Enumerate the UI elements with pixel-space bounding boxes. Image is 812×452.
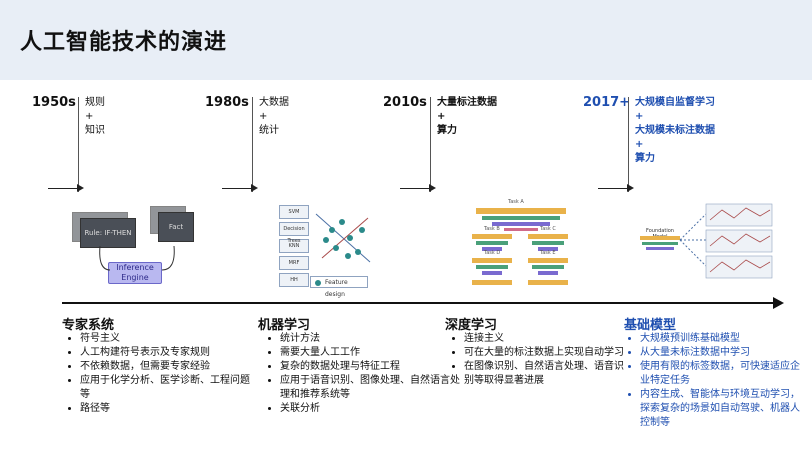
era-year-1950s: 1950s — [32, 95, 76, 110]
era-note: 算力 — [635, 153, 655, 164]
task-label: Task B — [484, 226, 500, 232]
era-note: + — [635, 139, 644, 150]
era-year-2010s: 2010s — [383, 95, 427, 110]
era-divider — [252, 97, 253, 192]
list-item: 不依赖数据，但需要专家经验 — [80, 360, 250, 374]
section-title-machine-learning: 机器学习 — [258, 318, 311, 333]
list-item: 从大量未标注数据中学习 — [640, 346, 802, 360]
list-item: 复杂的数据处理与特征工程 — [280, 360, 460, 374]
timeline-axis — [62, 297, 784, 309]
section-title-foundation-models: 基础模型 — [624, 318, 677, 333]
list-item: 符号主义 — [80, 332, 250, 346]
task-label: Task E — [540, 250, 556, 256]
list-item: 大规模预训练基础模型 — [640, 332, 802, 346]
era-arrow — [222, 184, 258, 192]
era-note: 大量标注数据 — [437, 97, 497, 108]
list-item: 应用于语音识别、图像处理、自然语言处理和推荐系统等 — [280, 374, 460, 402]
inference-engine-box: Inference Engine — [108, 262, 162, 284]
foundation-model-illustration — [640, 203, 773, 279]
list-item: 使用有限的标签数据，可快速适应企业特定任务 — [640, 360, 802, 388]
era-divider — [78, 97, 79, 192]
section-list-deep-learning: 连接主义 可在大量的标注数据上实现自动学习 在图像识别、自然语言处理、语音识别等… — [452, 332, 624, 388]
section-title-deep-learning: 深度学习 — [445, 318, 498, 333]
era-note: 大数据 — [259, 97, 289, 108]
engine-label-line2: Engine — [121, 273, 149, 282]
fact-card: Fact — [158, 212, 194, 242]
rule-card: Rule: IF-THEN — [80, 218, 136, 248]
list-item: 在图像识别、自然语言处理、语音识别等取得显著进展 — [464, 360, 624, 388]
era-note: 算力 — [437, 125, 457, 136]
list-item: 应用于化学分析、医学诊断、工程问题等 — [80, 374, 250, 402]
model-stack-item: HH — [279, 273, 309, 287]
model-stack-item: MRF — [279, 256, 309, 270]
list-item: 路径等 — [80, 402, 250, 416]
model-stack-item: KNN — [279, 239, 309, 253]
era-arrow — [48, 184, 84, 192]
era-note: 统计 — [259, 125, 279, 136]
era-note: + — [259, 111, 268, 122]
list-item: 需要大量人工工作 — [280, 346, 460, 360]
era-note: + — [437, 111, 446, 122]
model-stack-item: Decision Trees — [279, 222, 309, 244]
era-divider — [628, 97, 629, 192]
engine-connector-arcs — [99, 245, 175, 271]
era-divider — [430, 97, 431, 192]
task-label: Task A — [508, 199, 524, 205]
header-band — [0, 0, 812, 80]
era-note: 知识 — [85, 125, 105, 136]
section-title-expert-systems: 专家系统 — [62, 318, 115, 333]
model-stack: SVM Decision Trees KNN MRF HH — [279, 205, 309, 290]
list-item: 统计方法 — [280, 332, 460, 346]
era-note: 规则 — [85, 97, 105, 108]
task-label: Task D — [484, 250, 501, 256]
page-title: 人工智能技术的演进 — [20, 30, 228, 55]
list-item: 可在大量的标注数据上实现自动学习 — [464, 346, 624, 360]
era-note: + — [85, 111, 94, 122]
era-year-2017plus: 2017+ — [583, 95, 631, 110]
section-list-machine-learning: 统计方法 需要大量人工工作 复杂的数据处理与特征工程 应用于语音识别、图像处理、… — [268, 332, 460, 416]
engine-label-line1: Inference — [116, 263, 154, 272]
era-note: 大规模未标注数据 — [635, 125, 715, 136]
list-item: 关联分析 — [280, 402, 460, 416]
era-note: 大规模自监督学习 — [635, 97, 715, 108]
model-stack-item: SVM — [279, 205, 309, 219]
era-note: + — [635, 111, 644, 122]
era-arrow — [400, 184, 436, 192]
era-year-1980s: 1980s — [205, 95, 249, 110]
feature-design-tag: Feature design — [310, 276, 368, 298]
task-label: Task C — [540, 226, 556, 232]
scatter-diagram — [315, 213, 371, 263]
list-item: 人工构建符号表示及专家规则 — [80, 346, 250, 360]
list-item: 内容生成、智能体与环境互动学习，探索复杂的场景如自动驾驶、机器人控制等 — [640, 388, 802, 430]
section-list-expert-systems: 符号主义 人工构建符号表示及专家规则 不依赖数据，但需要专家经验 应用于化学分析… — [68, 332, 250, 416]
era-arrow — [598, 184, 634, 192]
list-item: 连接主义 — [464, 332, 624, 346]
deep-learning-illustration — [472, 208, 568, 285]
section-list-foundation-models: 大规模预训练基础模型 从大量未标注数据中学习 使用有限的标签数据，可快速适应企业… — [628, 332, 802, 430]
